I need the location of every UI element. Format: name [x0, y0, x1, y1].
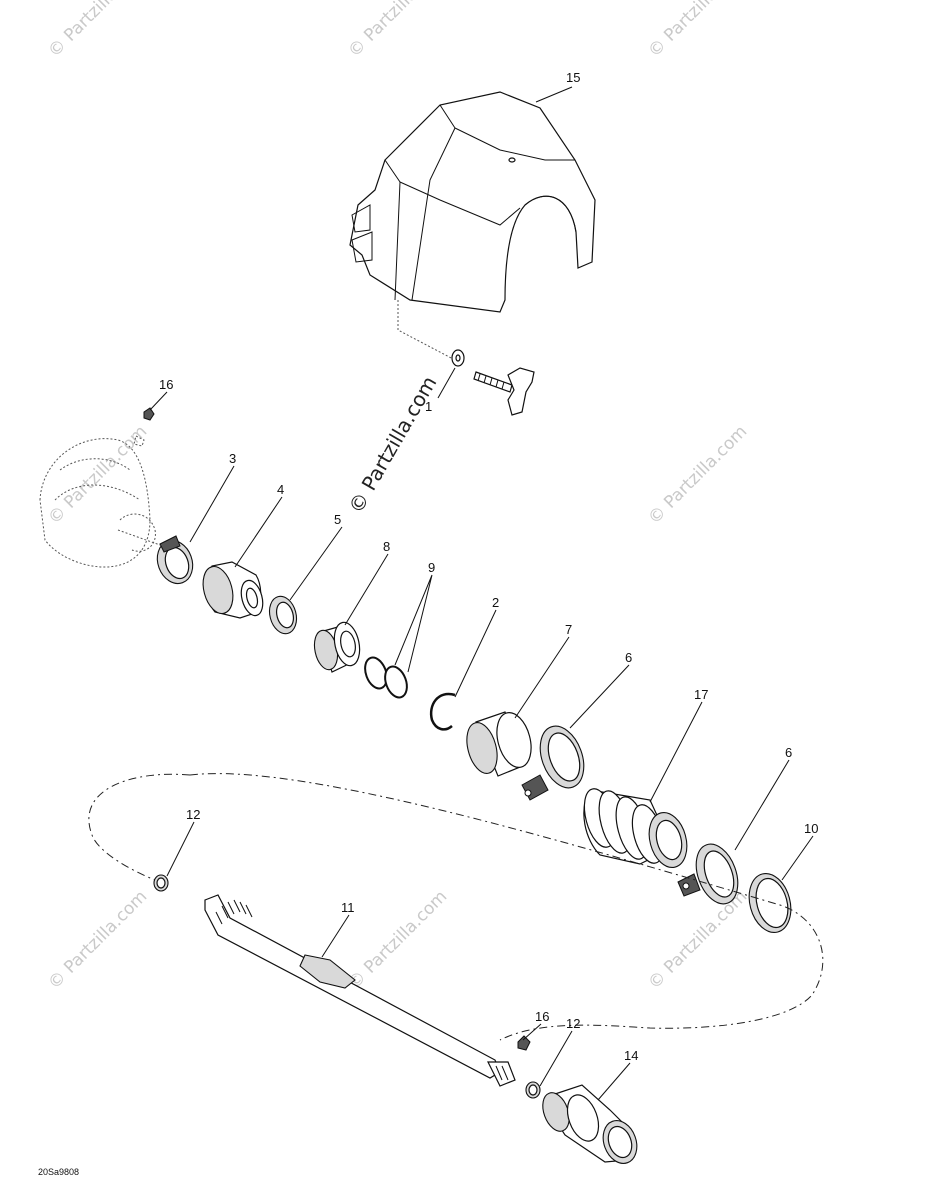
callout-15: 15 [566, 70, 580, 85]
callout-16-bottom: 16 [535, 1009, 549, 1024]
callout-6-a: 6 [625, 650, 632, 665]
watermark-6: © Partzilla.com [44, 887, 151, 994]
bearing-part-8 [313, 621, 361, 673]
clamp-part-6-a [521, 725, 585, 801]
callout-labels: 15 1 16 3 4 5 8 9 2 7 6 17 6 10 12 11 16… [159, 70, 818, 1063]
fitting-part-16-top [133, 407, 155, 447]
sleeve-part-14 [542, 1084, 638, 1164]
leader-lines [149, 86, 814, 1101]
clamp-part-3 [156, 535, 194, 585]
assembly-outline [88, 773, 824, 1041]
circlip-part-2 [429, 692, 456, 731]
boot-part-4 [202, 561, 264, 619]
callout-7: 7 [565, 622, 572, 637]
callout-5: 5 [334, 512, 341, 527]
callout-17: 17 [694, 687, 708, 702]
callout-6-b: 6 [785, 745, 792, 760]
diagram-code: 20Sa9808 [38, 1167, 79, 1177]
callout-8: 8 [383, 539, 390, 554]
callout-2: 2 [492, 595, 499, 610]
watermark-7: © Partzilla.com [344, 887, 451, 994]
ring-part-5 [268, 595, 298, 635]
driveshaft-part-11 [204, 894, 516, 1087]
callout-11: 11 [341, 900, 355, 915]
bolt-part-1 [451, 349, 535, 416]
bellows-part-17 [583, 788, 688, 868]
o-rings-part-9 [364, 656, 408, 699]
seal-carrier-part-7 [466, 711, 532, 777]
ghost-housing [39, 438, 161, 568]
callout-9: 9 [428, 560, 435, 575]
watermark-center: © Partzilla.com [344, 372, 442, 518]
callout-12-b: 12 [566, 1016, 580, 1031]
plug-part-12-a [153, 874, 169, 892]
watermark-3: © Partzilla.com [644, 0, 751, 62]
callout-3: 3 [229, 451, 236, 466]
watermark-1: © Partzilla.com [44, 0, 151, 62]
ring-part-10 [748, 873, 792, 933]
plug-part-12-b [525, 1081, 541, 1099]
watermark-8: © Partzilla.com [644, 887, 751, 994]
watermark-5: © Partzilla.com [644, 422, 751, 529]
callout-1: 1 [425, 399, 432, 414]
callout-14: 14 [624, 1048, 638, 1063]
watermark-2: © Partzilla.com [344, 0, 451, 62]
callout-4: 4 [277, 482, 284, 497]
callout-16-top: 16 [159, 377, 173, 392]
guard-cover-part-15 [349, 91, 596, 361]
callout-10: 10 [804, 821, 818, 836]
callout-12-a: 12 [186, 807, 200, 822]
fitting-part-16-bottom [517, 1035, 531, 1051]
